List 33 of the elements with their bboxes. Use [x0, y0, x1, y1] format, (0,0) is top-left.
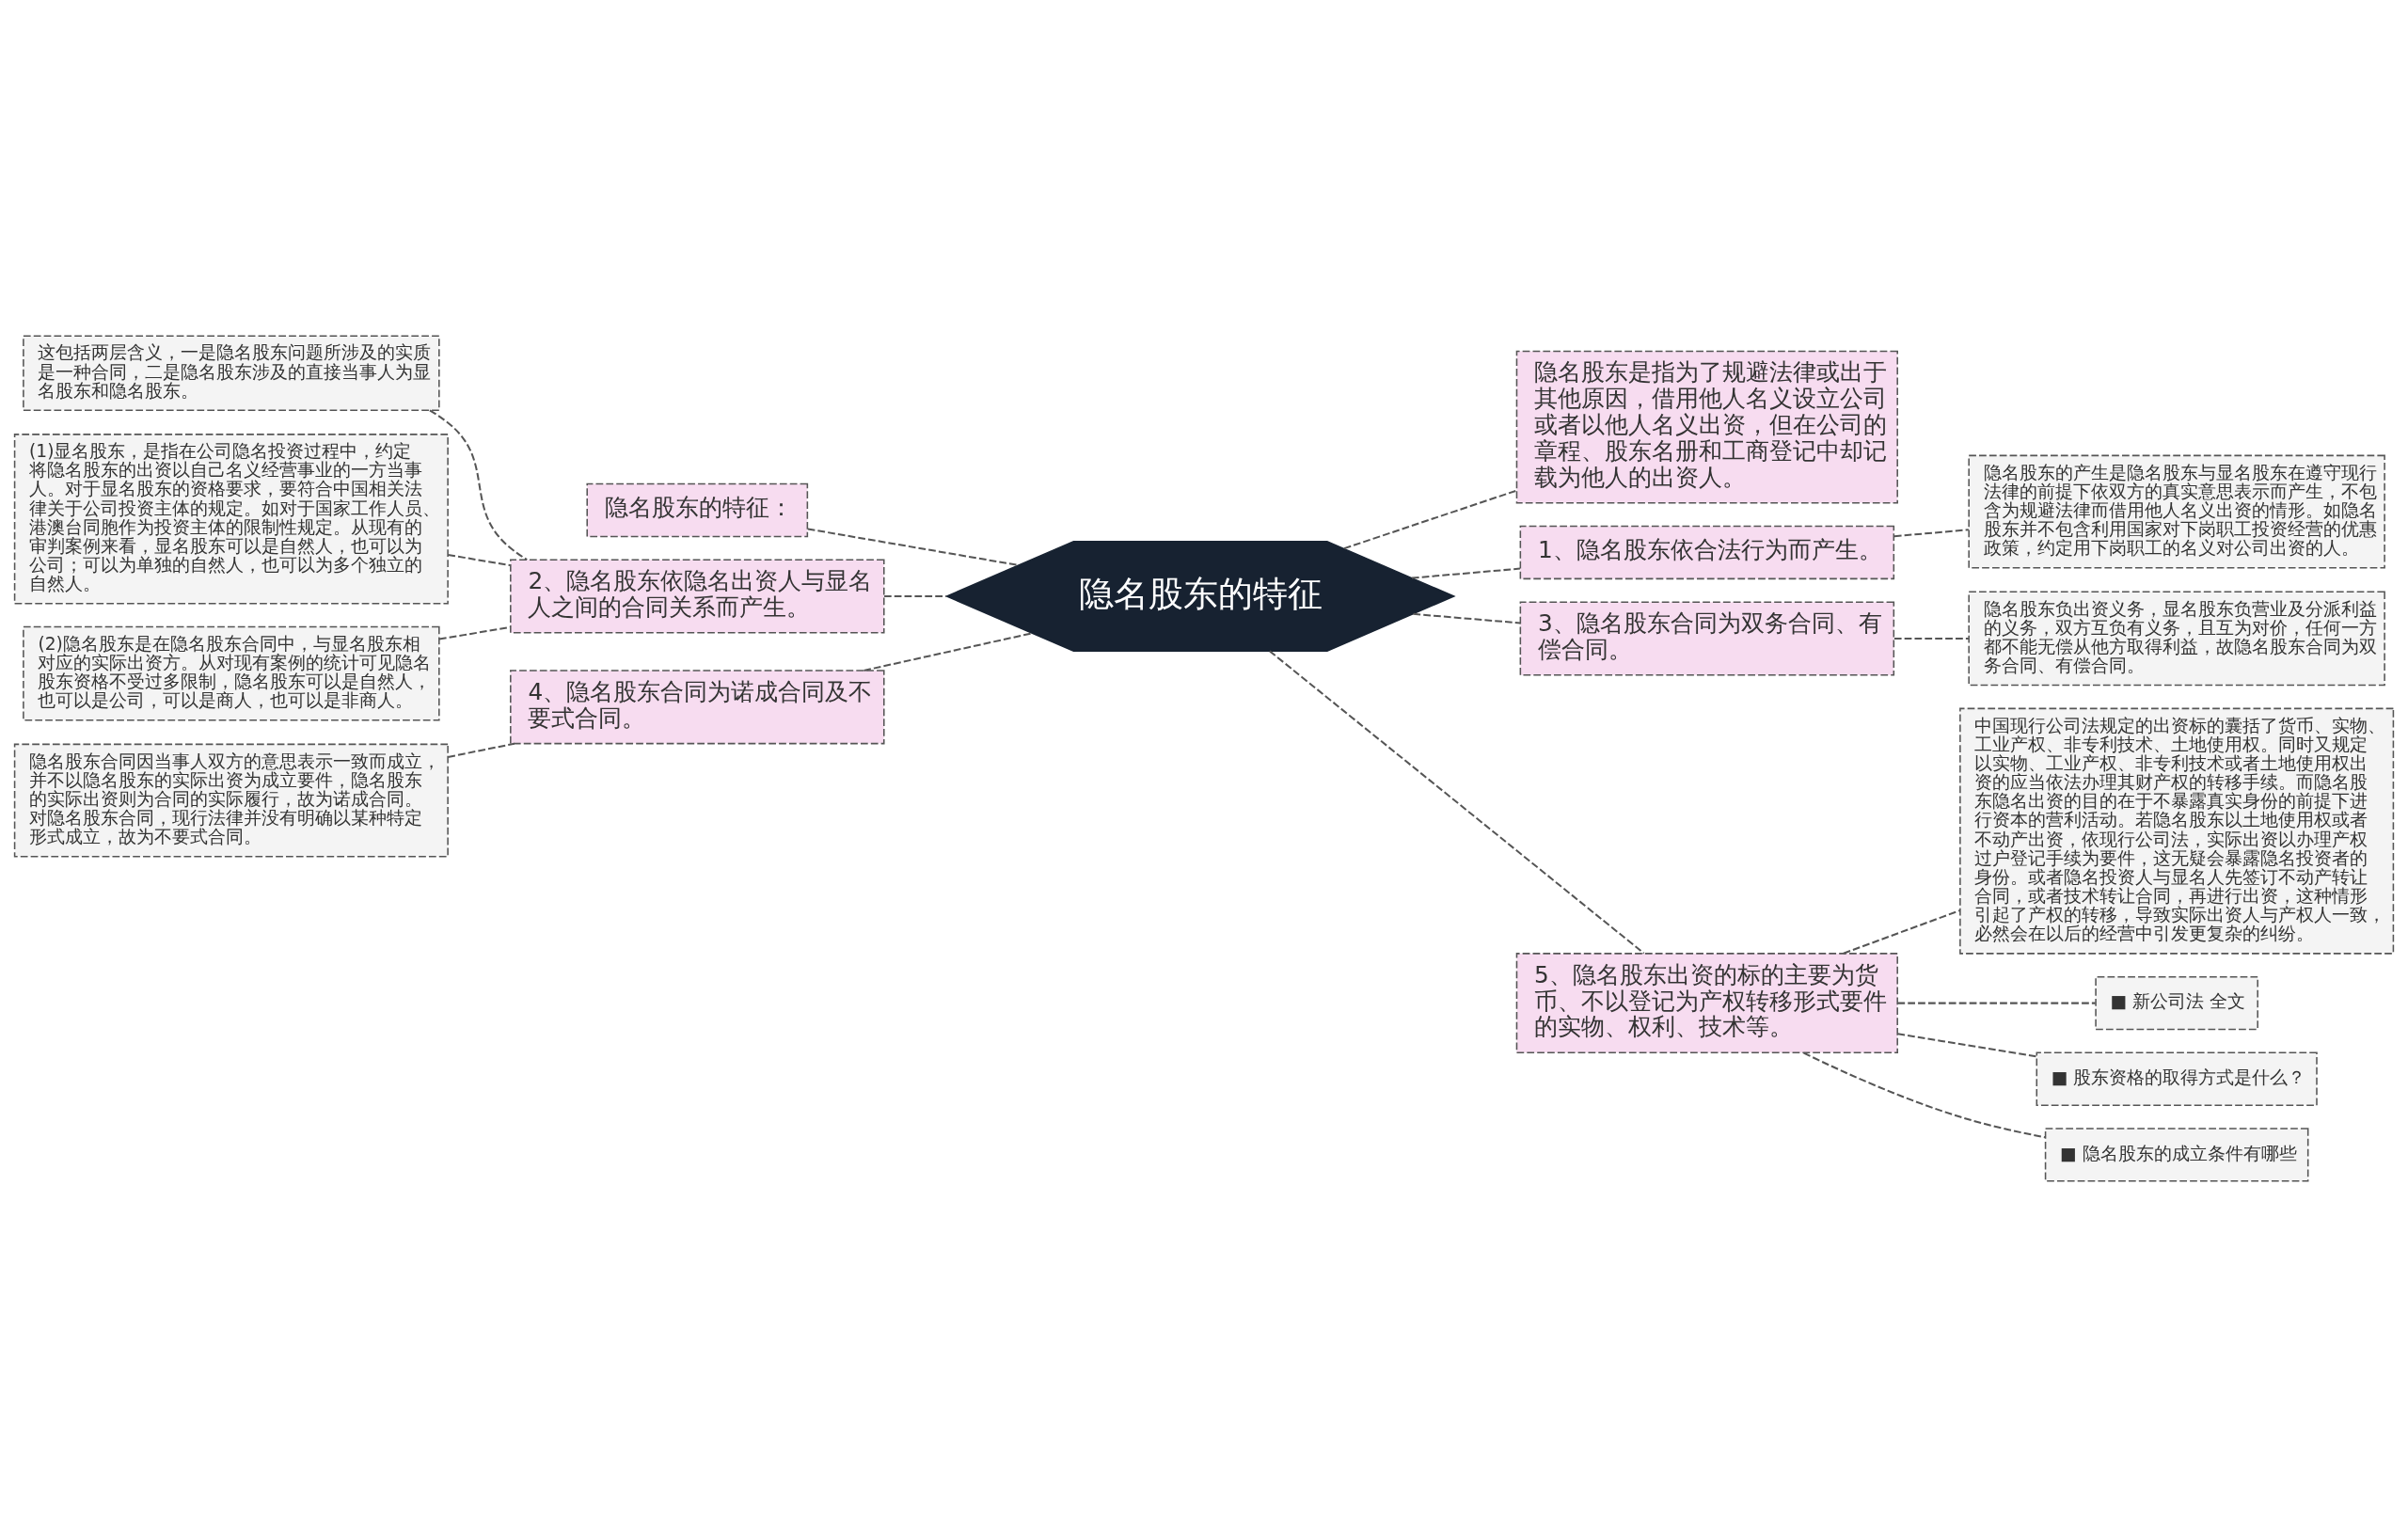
node-box: 隐名股东的产生是隐名股东与显名股东在遵守现行法律的前提下依双方的真实意思表示而产生，不包含为规避法律而借用他人名义出资的情形。如隐名股东并不包含利用国家对下岗职工投资经营的优惠政策，约定用下岗职工的名义对公司出资的人。 [1968, 454, 2385, 569]
node-box: ■ 隐名股东的成立条件有哪些 [2044, 1128, 2309, 1182]
node-box: (2)隐名股东是在隐名股东合同中，与显名股东相对应的实际出资方。从对现有案例的统计可见隐名股东资格不受过多限制，隐名股东可以是自然人，也可以是公司，可以是商人，也可以是非商人。 [23, 625, 440, 721]
connector [884, 595, 947, 597]
node-box: 5、隐名股东出资的标的主要为货币、不以登记为产权转移形式要件的实物、权利、技术等。 [1515, 953, 1898, 1054]
node-box: (1)显名股东，是指在公司隐名投资过程中，约定将隐名股东的出资以自己名义经营事业的一方当事人。对于显名股东的资格要求，要符合中国相关法律关于公司投资主体的规定。如对于国家工作人员、港澳台同胞作为投资主体的限制性规定。从现有的审判案例来看，显名股东可以是自然人，也可以为公司；可以为单独的自然人，也可以为多个独立的自然人。 [13, 434, 449, 605]
node-box: 2、隐名股东依隐名出资人与显名人之间的合同关系而产生。 [510, 559, 885, 634]
connector [429, 409, 528, 561]
node-box: 隐名股东负出资义务，显名股东负营业及分派利益的义务，双方互负有义务，且互为对价，任何一方都不能无偿从他方取得利益，故隐名股东合同为双务合同、有偿合同。 [1968, 591, 2385, 687]
connector [1803, 1051, 2046, 1139]
connector [1897, 1002, 2096, 1004]
node-box: ■ 新公司法 全文 [2095, 975, 2258, 1031]
node-box: 隐名股东是指为了规避法律或出于其他原因，借用他人名义设立公司或者以他人名义出资，但在公司的章程、股东名册和工商登记中却记载为他人的出资人。 [1515, 350, 1898, 504]
connector [1843, 909, 1961, 955]
node-box: 这包括两层含义，一是隐名股东问题所涉及的实质是一种合同，二是隐名股东涉及的直接当事人为显名股东和隐名股东。 [23, 335, 440, 412]
node-box: 3、隐名股东合同为双务合同、有偿合同。 [1519, 601, 1895, 676]
node-box: 1、隐名股东依合法行为而产生。 [1519, 525, 1895, 580]
connector [448, 554, 511, 567]
connector [1411, 567, 1521, 579]
connector [1893, 637, 1969, 640]
connector [1897, 1033, 2036, 1058]
node-box: 中国现行公司法规定的出资标的囊括了货币、实物、工业产权、非专利技术、土地使用权。同时又规定以实物、工业产权、非专利技术或者土地使用权出资的应当依法办理其财产权的转移手续。而隐名股东隐名出资的目的在于不暴露真实身份的前提下进行资本的营利活动。若隐名股东以土地使用权或者不动产出资，依现行公司法，实际出资以办理产权过户登记手续为要件，这无疑会暴露隐名投资者的身份。或者隐名投资人与显名人先签订不动产转让合同，或者技术转让合同，再进行出资，这种情形引起了产权的转移，导致实际出资人与产权人一致，必然会在以后的经营中引发更复杂的纠纷。 [1959, 707, 2395, 955]
node-box: ■ 股东资格的取得方式是什么？ [2036, 1051, 2318, 1106]
connector [1343, 489, 1517, 550]
node-box: 隐名股东的特征： [586, 482, 809, 538]
connector [1893, 529, 1969, 538]
connector [1413, 612, 1521, 624]
connector [1269, 650, 1645, 955]
connector [448, 742, 515, 758]
connector [807, 528, 1019, 566]
connector [863, 632, 1033, 672]
node-box: 4、隐名股东合同为诺成合同及不要式合同。 [510, 670, 885, 745]
node-box: 隐名股东合同因当事人双方的意思表示一致而成立，并不以隐名股东的实际出资为成立要件，隐名股东的实际出资则为合同的实际履行，故为诺成合同。对隐名股东合同，现行法律并没有明确以某种特定形式成立，故为不要式合同。 [13, 743, 449, 858]
